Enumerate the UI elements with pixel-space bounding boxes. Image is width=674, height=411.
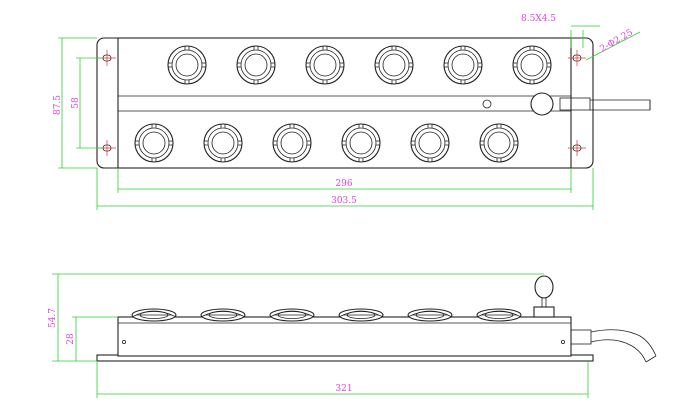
transducer-top-2 [236, 45, 276, 85]
transducer-top-6 [512, 45, 552, 85]
dim-total-width-label: 321 [335, 384, 352, 394]
transducer-bottom-1 [134, 123, 174, 163]
cable-top [559, 97, 651, 111]
mount-hole-2 [568, 50, 586, 66]
dim-total-height-label: 54.7 [48, 308, 58, 328]
dim-holes-label: 2-Φ2.25 [599, 28, 636, 55]
transducer-top-1 [167, 45, 207, 85]
float-switch-top [530, 92, 554, 116]
dim-height-inner-label: 58 [71, 97, 81, 109]
side-screw-right [561, 339, 566, 344]
cable-side [570, 329, 657, 363]
top-dimensions [58, 25, 641, 210]
side-discs [118, 308, 571, 322]
top-view: 8.5X4.5 2-Φ2.25 87.5 58 296 303.5 [53, 14, 651, 210]
side-disc-3 [269, 308, 315, 322]
side-screw-left [122, 339, 127, 344]
dim-width-inner-label: 296 [335, 179, 352, 189]
mount-holes [98, 50, 586, 156]
dim-width-outer-label: 303.5 [331, 196, 357, 206]
dim-height-outer-label: 87.5 [53, 95, 63, 115]
side-disc-4 [338, 308, 384, 322]
side-disc-5 [407, 308, 453, 322]
transducer-bottom-2 [203, 123, 243, 163]
bottom-row-transducers [134, 123, 519, 163]
side-view: 54.7 28 321 [48, 273, 657, 398]
side-disc-1 [131, 308, 177, 322]
dim-body-height-label: 28 [66, 333, 76, 345]
transducer-bottom-5 [410, 123, 450, 163]
dim-slot-label: 8.5X4.5 [521, 14, 556, 24]
transducer-bottom-3 [272, 123, 312, 163]
side-disc-2 [200, 308, 246, 322]
transducer-top-5 [443, 45, 483, 85]
mount-hole-3 [98, 140, 116, 156]
transducer-bottom-6 [479, 123, 519, 163]
transducer-top-3 [305, 45, 345, 85]
side-disc-6 [476, 308, 522, 322]
transducer-bottom-4 [341, 123, 381, 163]
transducer-top-4 [374, 45, 414, 85]
side-top-profile [118, 310, 571, 318]
indicator-led [482, 99, 492, 109]
top-row-transducers [167, 45, 552, 85]
side-dimensions [52, 273, 589, 398]
side-body [117, 316, 572, 357]
float-switch-side [533, 275, 555, 318]
mount-hole-4 [568, 140, 586, 156]
